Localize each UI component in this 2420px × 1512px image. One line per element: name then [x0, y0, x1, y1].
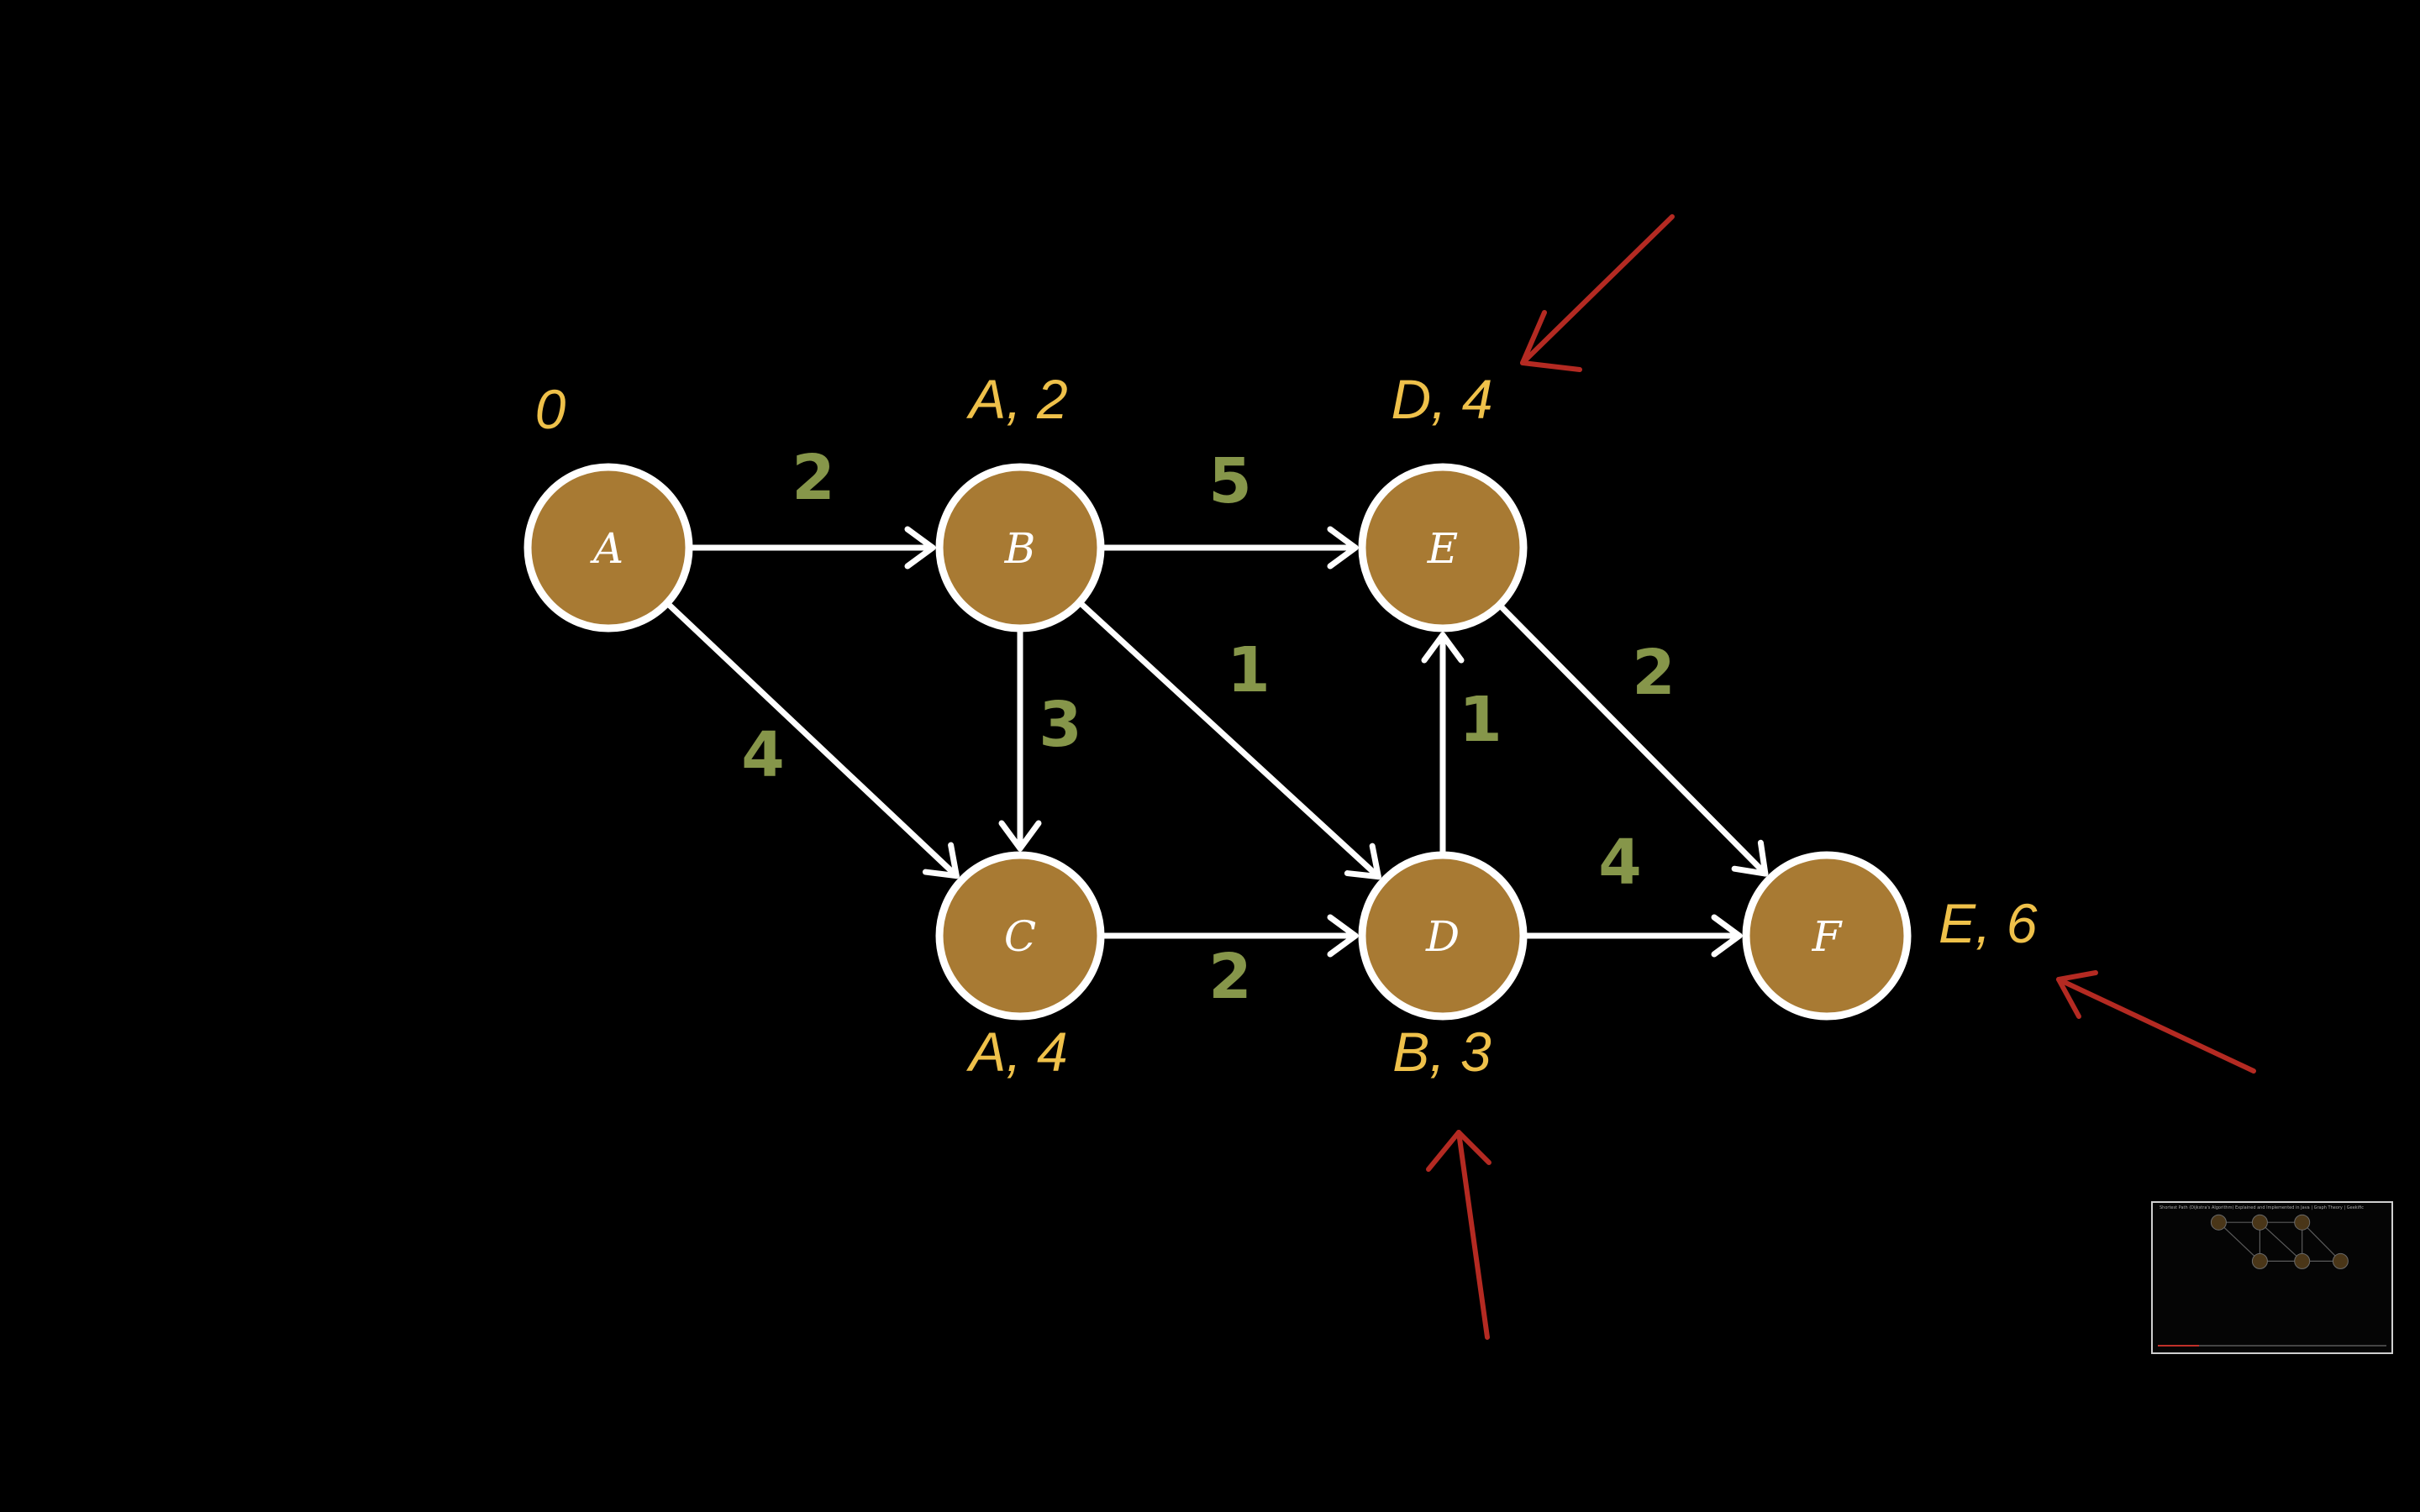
- node-circle: [1358, 851, 1528, 1021]
- edge-arrowhead: [1421, 632, 1465, 664]
- thumbnail-node: [2210, 1214, 2227, 1231]
- edge-weight-d-e: 1: [1459, 684, 1502, 756]
- thumbnail-node: [2251, 1214, 2268, 1231]
- edge-weight-a-b: 2: [792, 442, 835, 514]
- edge-arrowhead: [922, 842, 960, 879]
- edge-d-e: [1421, 632, 1465, 855]
- edge-arrowhead: [904, 526, 936, 570]
- edge-arrowhead: [1731, 839, 1769, 877]
- node-circle: [935, 851, 1105, 1021]
- distance-label-a: 0: [535, 378, 566, 440]
- node-b: B: [935, 463, 1105, 633]
- edge-arrowhead: [1327, 526, 1359, 570]
- edges-layer: [666, 526, 1769, 958]
- edge-d-f: [1523, 914, 1743, 958]
- distance-label-e: D, 4: [1391, 368, 1492, 430]
- distance-label-c: A, 4: [965, 1021, 1067, 1083]
- node-circle: [523, 463, 693, 633]
- edge-b-e: [1101, 526, 1359, 570]
- edge-c-d: [1101, 914, 1359, 958]
- node-label: D: [1425, 912, 1460, 961]
- picture-in-picture-thumbnail[interactable]: Shortest Path (Dijkstra's Algorithm) Exp…: [2151, 1201, 2393, 1354]
- highlight-arrow-e: [1520, 214, 1675, 372]
- thumbnail-node: [2332, 1252, 2349, 1269]
- thumbnail-edge: [2259, 1221, 2303, 1262]
- edge-b-c: [998, 628, 1042, 852]
- edge-weight-b-e: 5: [1208, 445, 1252, 517]
- nodes-layer: A B E C D F: [523, 463, 1912, 1021]
- thumbnail-edge: [2217, 1221, 2260, 1262]
- edge-weight-e-f: 2: [1632, 637, 1676, 709]
- node-circle: [1742, 851, 1912, 1021]
- edge-b-d: [1079, 601, 1381, 880]
- distance-label-b: A, 2: [965, 368, 1067, 430]
- edge-e-f: [1498, 604, 1769, 877]
- thumbnail-node: [2294, 1252, 2311, 1269]
- edge-weight-b-c: 3: [1039, 689, 1082, 761]
- edge-arrowhead: [1327, 914, 1359, 958]
- node-f: F: [1742, 851, 1912, 1021]
- edge-arrowhead: [998, 820, 1042, 852]
- node-label: E: [1427, 524, 1459, 573]
- node-label: C: [1004, 912, 1036, 961]
- node-circle: [1358, 463, 1528, 633]
- edge-arrowhead: [1344, 843, 1381, 880]
- thumbnail-graph-preview: [2210, 1214, 2349, 1269]
- node-a: A: [523, 463, 693, 633]
- edge-weight-a-c: 4: [741, 719, 785, 791]
- node-c: C: [935, 851, 1105, 1021]
- thumbnail-progress-track: [2158, 1345, 2386, 1347]
- edge-weight-d-f: 4: [1598, 827, 1642, 899]
- node-label: A: [590, 524, 623, 573]
- thumbnail-title: Shortest Path (Dijkstra's Algorithm) Exp…: [2160, 1205, 2364, 1210]
- highlight-arrow-f: [2056, 970, 2256, 1074]
- edge-a-b: [689, 526, 936, 570]
- distances-layer: 0 A, 2 D, 4 A, 4 B, 3 E, 6: [535, 368, 2038, 1083]
- node-d: D: [1358, 851, 1528, 1021]
- edge-weight-b-d: 1: [1227, 634, 1270, 706]
- thumbnail-progress-fill: [2158, 1345, 2199, 1347]
- highlight-arrow-d: [1426, 1130, 1491, 1340]
- node-label: F: [1812, 912, 1844, 961]
- edge-arrowhead: [1711, 914, 1743, 958]
- node-circle: [935, 463, 1105, 633]
- thumbnail-node: [2251, 1252, 2268, 1269]
- distance-label-d: B, 3: [1392, 1021, 1491, 1083]
- distance-label-f: E, 6: [1939, 892, 2038, 954]
- weights-layer: 2 4 5 3 1 2 1 4 2: [741, 442, 1676, 1013]
- thumbnail-edge: [2302, 1221, 2341, 1262]
- thumbnail-node: [2294, 1214, 2311, 1231]
- node-label: B: [1004, 524, 1036, 573]
- edge-weight-c-d: 2: [1208, 941, 1252, 1013]
- thumbnail-progress-bar[interactable]: [2158, 1343, 2386, 1348]
- node-e: E: [1358, 463, 1528, 633]
- annotations-layer: [1426, 214, 2256, 1340]
- edge-a-c: [666, 602, 960, 879]
